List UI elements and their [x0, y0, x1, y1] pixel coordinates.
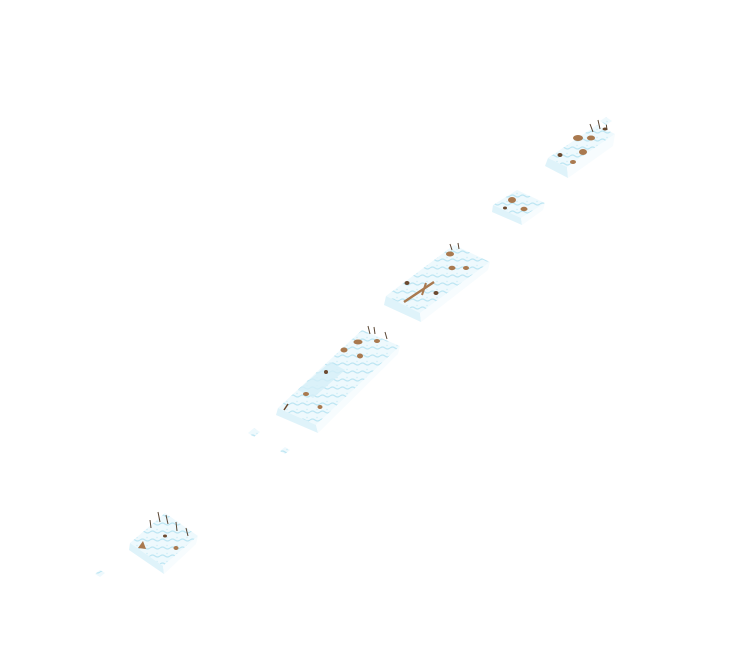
terrain-fragment-1 [95, 428, 290, 577]
terrain-tile-1 [545, 119, 615, 178]
terrain-tile-6 [600, 117, 612, 125]
terrain-tile-3 [384, 242, 490, 322]
terrain-tile-4 [276, 325, 400, 433]
terrain-tile-5 [129, 511, 198, 574]
terrain-tile-2 [492, 190, 545, 225]
rock-patch [557, 127, 608, 164]
